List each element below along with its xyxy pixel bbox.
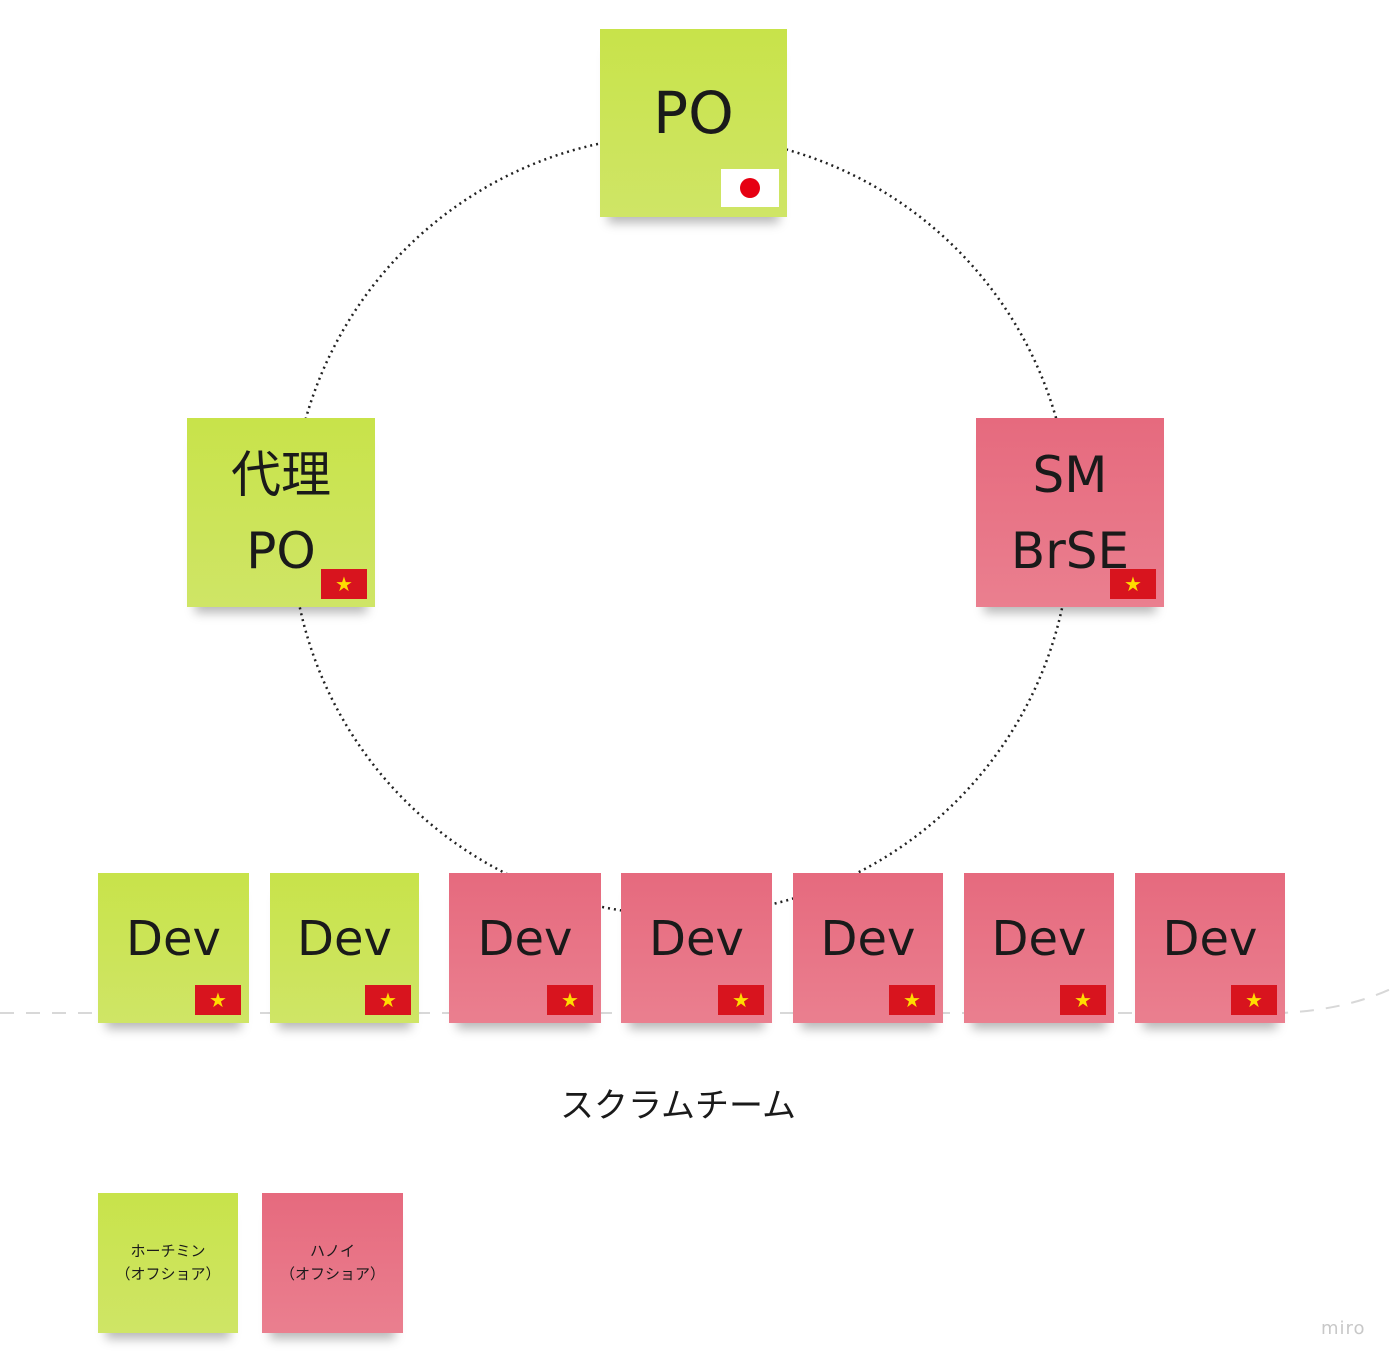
dev-label: Dev [126,911,221,967]
sticky-dev[interactable]: Dev ★ [621,873,772,1023]
legend-hcm-line1: ホーチミン [130,1242,206,1260]
sm-line2: BrSE [1010,521,1130,580]
legend-hanoi-line1: ハノイ [309,1242,355,1260]
vietnam-flag-icon: ★ [1231,985,1277,1015]
japan-flag-icon [721,169,779,207]
legend-hanoi-line2: （オフショア） [279,1265,385,1283]
dev-label: Dev [991,911,1087,967]
sticky-dev[interactable]: Dev ★ [449,873,601,1023]
scrum-team-caption: スクラムチーム [560,1086,796,1126]
vietnam-flag-icon: ★ [1110,569,1156,599]
sm-line1: SM [1032,445,1108,504]
sticky-dev[interactable]: Dev ★ [793,873,943,1023]
legend-hanoi[interactable]: ハノイ （オフショア） [262,1193,403,1333]
legend-hcm-line2: （オフショア） [115,1265,221,1283]
sticky-sm[interactable]: SM BrSE ★ [976,418,1164,607]
vietnam-flag-icon: ★ [365,985,411,1015]
proxy-po-line1: 代理 [231,445,331,504]
boundary-dashed-line [0,984,1399,1014]
dev-label: Dev [820,911,916,967]
sticky-dev[interactable]: Dev ★ [1135,873,1285,1023]
vietnam-flag-icon: ★ [547,985,593,1015]
sticky-dev[interactable]: Dev ★ [98,873,249,1023]
vietnam-flag-icon: ★ [195,985,241,1015]
dev-label: Dev [477,911,573,967]
sticky-dev[interactable]: Dev ★ [270,873,419,1023]
dev-label: Dev [297,911,392,967]
sticky-proxy-po[interactable]: 代理 PO ★ [187,418,375,607]
vietnam-flag-icon: ★ [321,569,367,599]
vietnam-flag-icon: ★ [1060,985,1106,1015]
proxy-po-line2: PO [246,521,316,580]
miro-logo: miro [1321,1318,1366,1339]
po-label: PO [653,79,734,147]
legend-hcm[interactable]: ホーチミン （オフショア） [98,1193,238,1333]
dev-label: Dev [649,911,744,967]
vietnam-flag-icon: ★ [889,985,935,1015]
sticky-dev[interactable]: Dev ★ [964,873,1114,1023]
vietnam-flag-icon: ★ [718,985,764,1015]
sticky-po[interactable]: PO [600,29,787,217]
scrum-circle-dotted [289,133,1073,917]
dev-label: Dev [1162,911,1258,967]
